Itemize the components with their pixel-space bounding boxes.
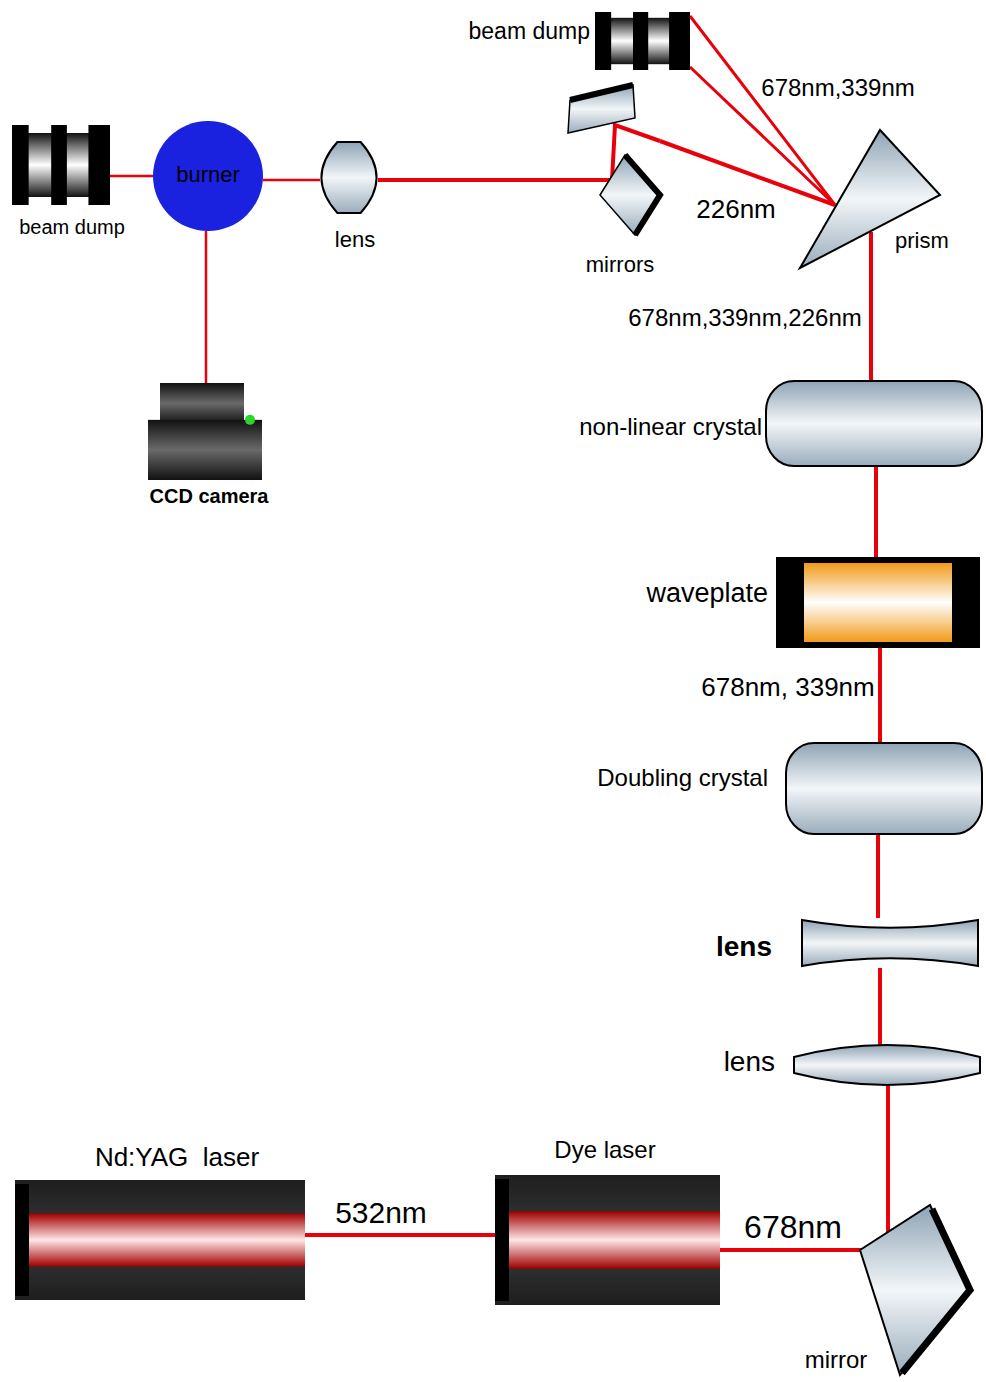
- wavelength-label: 226nm: [696, 196, 776, 222]
- component-label: mirrors: [586, 254, 654, 276]
- wavelength-label: 678nm,339nm,226nm: [628, 306, 861, 330]
- laser-beam: [378, 178, 567, 182]
- crystal-outline: [786, 743, 982, 834]
- lens-outline: [321, 142, 376, 213]
- wavelength-label: 678nm: [744, 1211, 842, 1243]
- component-label: burner: [176, 164, 240, 186]
- laser-beam: [874, 467, 878, 557]
- laser-endcap: [15, 1184, 29, 1296]
- dump-plate: [12, 125, 29, 205]
- convex-lens: lens: [790, 1045, 984, 1085]
- laser-beam: [205, 231, 208, 383]
- burner-disc: [153, 121, 263, 231]
- component-label: waveplate: [646, 580, 768, 607]
- mirror-shape: [860, 1205, 972, 1377]
- component-label: Dye laser: [554, 1138, 655, 1162]
- laser-beam: [860, 1085, 888, 1250]
- component-label: lens: [716, 933, 772, 961]
- dye-laser: Dye laser: [495, 1175, 720, 1305]
- mirror-pair: mirrors: [567, 85, 660, 235]
- doubling-crystal: Doubling crystal: [785, 742, 983, 835]
- mirror-backing: [570, 85, 633, 100]
- component-label: non-linear crystal: [579, 415, 762, 439]
- dump-plate: [633, 12, 648, 70]
- waveplate-plate: [804, 563, 952, 642]
- laser-beam: [110, 175, 153, 178]
- mirror-glass: [600, 155, 660, 235]
- laser-housing: [15, 1180, 305, 1300]
- camera-lens-barrel: [160, 383, 244, 424]
- prism: prism: [835, 130, 940, 232]
- laser-beam: [878, 648, 882, 742]
- nonlinear-crystal: non-linear crystal: [765, 380, 983, 467]
- dye-laser-shape: [495, 1175, 720, 1305]
- nonlinear-crystal-shape: [765, 380, 983, 467]
- laser-beam: [305, 1233, 495, 1237]
- beam-dump-shape: [12, 125, 110, 205]
- component-label: beam dump: [469, 20, 590, 43]
- laser-beam: [720, 1248, 860, 1252]
- doubling-crystal-shape: [785, 742, 983, 835]
- component-label: lens: [335, 229, 375, 251]
- wavelength-label: 678nm,339nm: [761, 76, 914, 100]
- component-label: CCD camera: [150, 486, 269, 506]
- laser-beam: [876, 835, 880, 918]
- camera-led: [245, 415, 255, 425]
- component-label: Doubling crystal: [597, 766, 768, 790]
- laser-beam: [869, 232, 873, 380]
- component-label: lens: [724, 1048, 775, 1076]
- waveplate: waveplate: [776, 557, 980, 648]
- focusing-lens: lens: [320, 140, 378, 215]
- beam-dump: beam dump: [595, 12, 690, 70]
- component-label: prism: [895, 230, 949, 252]
- laser-cavity: [27, 1214, 305, 1267]
- wavelength-label: 532nm: [335, 1198, 427, 1228]
- dump-plate: [669, 12, 690, 70]
- laser-beam: [878, 968, 882, 1045]
- beam-segment: [567, 125, 660, 180]
- laser-endcap: [495, 1179, 509, 1301]
- lens-outline: [794, 1045, 980, 1085]
- convex-lens-shape: [790, 1045, 984, 1085]
- ccd-camera: CCD camera: [148, 383, 262, 480]
- dump-plate: [595, 12, 611, 70]
- dump-plate: [88, 125, 110, 205]
- beam-dump: beam dump: [12, 125, 110, 205]
- wavelength-label: 678nm, 339nm: [701, 674, 874, 700]
- concave-lens-shape: [800, 918, 980, 968]
- pump-laser: Nd:YAG laser: [15, 1180, 305, 1300]
- beam-dump-shape: [595, 12, 690, 70]
- pump-laser-shape: [15, 1180, 305, 1300]
- camera-body: [148, 420, 262, 480]
- crystal-outline: [766, 381, 982, 466]
- laser-beam: [263, 179, 320, 182]
- concave-lens: lens: [800, 918, 980, 968]
- laser-cavity: [507, 1211, 720, 1268]
- mirror-pair-shape: [567, 85, 660, 235]
- mirror-backing: [625, 155, 660, 235]
- component-label: beam dump: [19, 217, 125, 237]
- ccd-camera-shape: [148, 383, 262, 480]
- waveplate-mount: [776, 557, 980, 648]
- burner: burner: [153, 121, 263, 231]
- mirror-glass: [568, 85, 635, 133]
- mirror: mirror: [860, 1205, 972, 1377]
- component-label: Nd:YAG laser: [95, 1144, 259, 1170]
- mirror-backing: [902, 1209, 970, 1373]
- laser-housing: [495, 1175, 720, 1305]
- waveplate-shape: [776, 557, 980, 648]
- mirror-glass: [860, 1205, 970, 1375]
- focusing-lens-shape: [320, 140, 378, 215]
- prism-shape: [835, 130, 940, 232]
- component-label: mirror: [805, 1348, 868, 1372]
- dump-plate: [51, 125, 67, 205]
- lens-outline: [802, 920, 978, 966]
